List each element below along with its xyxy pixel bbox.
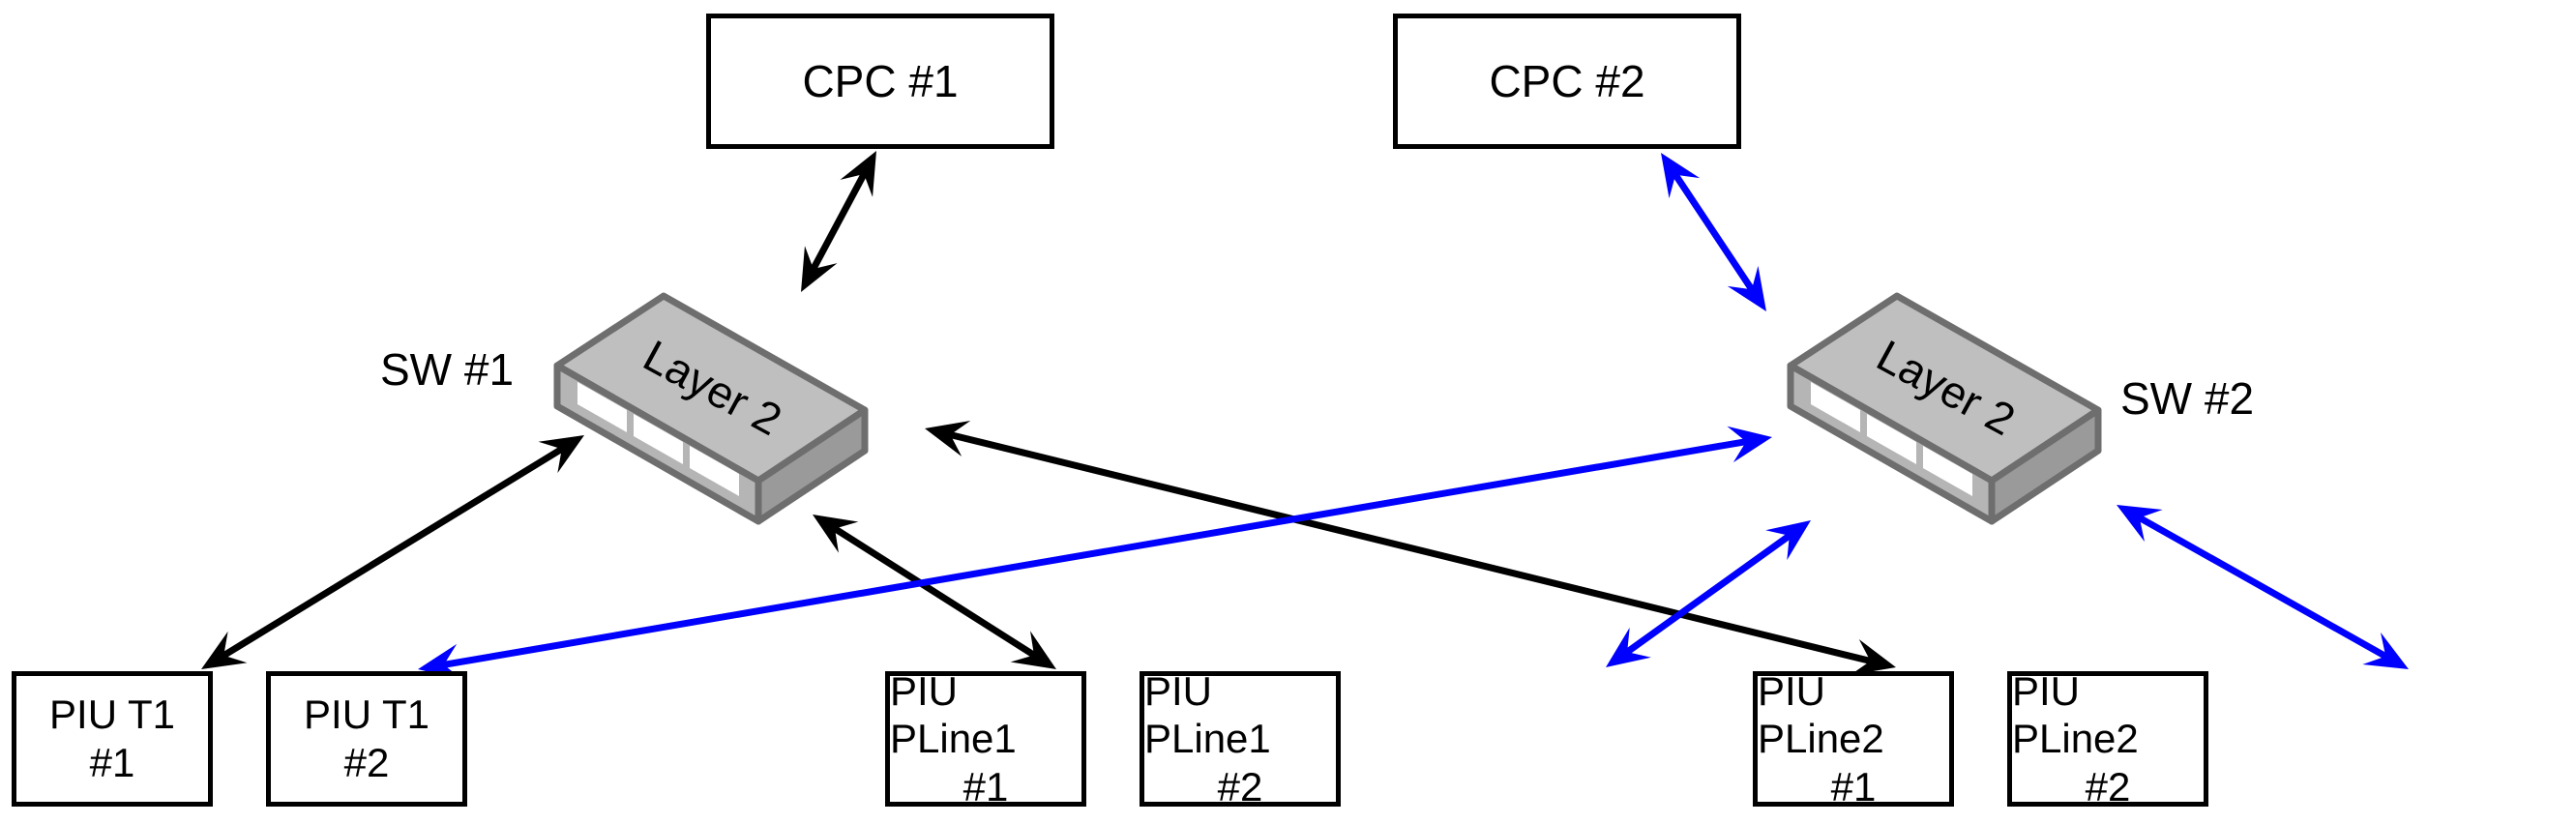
piu-pline2-1-label-line1: PIU PLine2 [1758, 667, 1884, 762]
arrowhead-end [1606, 627, 1651, 667]
link-cpc1-sw1[interactable] [810, 171, 868, 272]
switch-side-face [1988, 406, 2102, 525]
link-line [810, 171, 868, 272]
switch-1-name-label: SW #1 [380, 344, 515, 395]
piu-pline2-1-box[interactable]: PIU PLine2 #1 [1753, 668, 1954, 809]
link-cpc2-sw2[interactable] [1672, 171, 1756, 293]
switch-2-device[interactable]: Layer 2 [1785, 290, 2104, 525]
piu-pline1-1-label-line2: #1 [962, 763, 1009, 809]
piu-pline2-2-label-line1: PIU PLine2 [2012, 667, 2139, 762]
cpc-1-label: CPC #1 [802, 55, 959, 106]
piu-pline1-2-label-line1: PIU PLine1 [1144, 667, 1271, 762]
piu-t1-2-label-line2: #2 [343, 740, 390, 785]
arrowhead-end [2362, 632, 2409, 669]
arrowhead-end [801, 246, 838, 292]
arrowhead-start [840, 151, 876, 197]
piu-t1-1-label-line1: PIU T1 [49, 692, 175, 738]
switch-1-device[interactable]: Layer 2 [551, 290, 871, 525]
arrowhead-start [1765, 520, 1811, 561]
arrowhead-start [1661, 153, 1701, 199]
link-line [221, 445, 565, 660]
cpc-1-box[interactable]: CPC #1 [706, 14, 1054, 149]
piu-pline1-1-box[interactable]: PIU PLine1 #1 [885, 668, 1086, 809]
arrowhead-end [1727, 426, 1772, 463]
link-sw2-pline1-2[interactable] [1624, 532, 1792, 656]
piu-pline1-2-label-line2: #2 [1217, 763, 1263, 809]
link-sw1-piut1-1[interactable] [221, 445, 565, 660]
piu-pline1-1-label-line1: PIU PLine1 [890, 667, 1017, 762]
piu-pline1-2-box[interactable]: PIU PLine1 #2 [1140, 668, 1341, 809]
piu-t1-1-label-line2: #1 [89, 740, 135, 785]
cpc-2-label: CPC #2 [1489, 55, 1645, 106]
piu-t1-2-box[interactable]: PIU T1 #2 [266, 671, 467, 807]
link-line [2136, 514, 2389, 661]
piu-pline2-2-box[interactable]: PIU PLine2 #2 [2007, 668, 2208, 809]
switch-2-name-label: SW #2 [2120, 373, 2255, 424]
piu-t1-2-label-line1: PIU T1 [304, 692, 429, 738]
arrowhead-start [2117, 505, 2163, 543]
piu-pline2-1-label-line2: #1 [1830, 763, 1877, 809]
link-line [948, 430, 1873, 665]
link-line [1624, 532, 1792, 656]
link-line [832, 524, 1037, 660]
cpc-2-box[interactable]: CPC #2 [1393, 14, 1741, 149]
switch-port-slots [1811, 382, 1972, 496]
arrowhead-start [813, 515, 859, 553]
arrowhead-end [925, 421, 971, 456]
piu-t1-1-box[interactable]: PIU T1 #1 [12, 671, 213, 807]
arrowhead-end [201, 631, 248, 669]
link-sw2-pline2-2[interactable] [2136, 514, 2389, 661]
piu-pline2-2-label-line2: #2 [2085, 763, 2131, 809]
switch-body: Layer 2 [1787, 292, 2102, 525]
arrowhead-end [1727, 265, 1766, 311]
switch-body: Layer 2 [553, 292, 869, 525]
link-line [1672, 171, 1756, 293]
link-sw1-pline2-1[interactable] [948, 430, 1873, 665]
link-sw1-pline1-1[interactable] [832, 524, 1037, 660]
arrowhead-end [1010, 631, 1056, 669]
